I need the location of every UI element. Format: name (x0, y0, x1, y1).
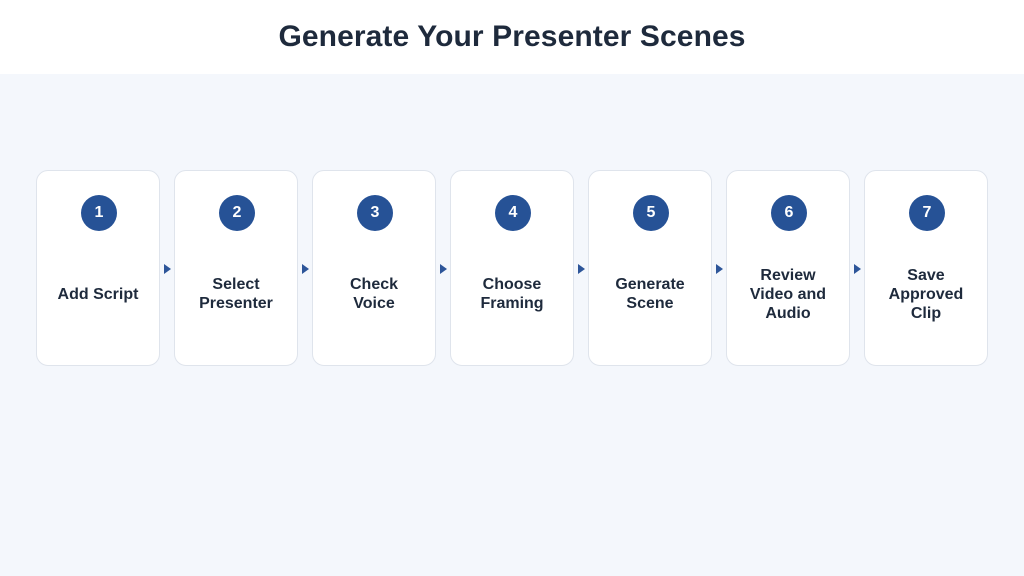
step-number-badge: 4 (495, 195, 531, 231)
step-label: Review Video and Audio (749, 266, 827, 322)
page-title: Generate Your Presenter Scenes (278, 20, 746, 53)
step-card-add-script: 1 Add Script (36, 170, 160, 366)
step-number-badge: 5 (633, 195, 669, 231)
step-label: Generate Scene (615, 276, 685, 312)
step-number-badge: 7 (909, 195, 945, 231)
step-number-badge: 2 (219, 195, 255, 231)
step-card-choose-framing: 4 Choose Framing (450, 170, 574, 366)
page-header: Generate Your Presenter Scenes (0, 0, 1024, 74)
step-card-review-video-audio: 6 Review Video and Audio (726, 170, 850, 366)
arrow-right-icon (578, 264, 585, 274)
arrow-right-icon (716, 264, 723, 274)
arrow-right-icon (302, 264, 309, 274)
step-label: Select Presenter (199, 276, 273, 312)
step-number-badge: 6 (771, 195, 807, 231)
arrow-right-icon (854, 264, 861, 274)
arrow-right-icon (164, 264, 171, 274)
step-number-badge: 3 (357, 195, 393, 231)
step-label: Choose Framing (480, 276, 544, 312)
arrow-right-icon (440, 264, 447, 274)
step-label: Save Approved Clip (888, 266, 964, 322)
step-number-badge: 1 (81, 195, 117, 231)
step-card-check-voice: 3 Check Voice (312, 170, 436, 366)
step-card-select-presenter: 2 Select Presenter (174, 170, 298, 366)
step-card-save-approved-clip: 7 Save Approved Clip (864, 170, 988, 366)
step-label: Check Voice (349, 276, 399, 312)
step-card-generate-scene: 5 Generate Scene (588, 170, 712, 366)
step-label: Add Script (57, 285, 139, 303)
